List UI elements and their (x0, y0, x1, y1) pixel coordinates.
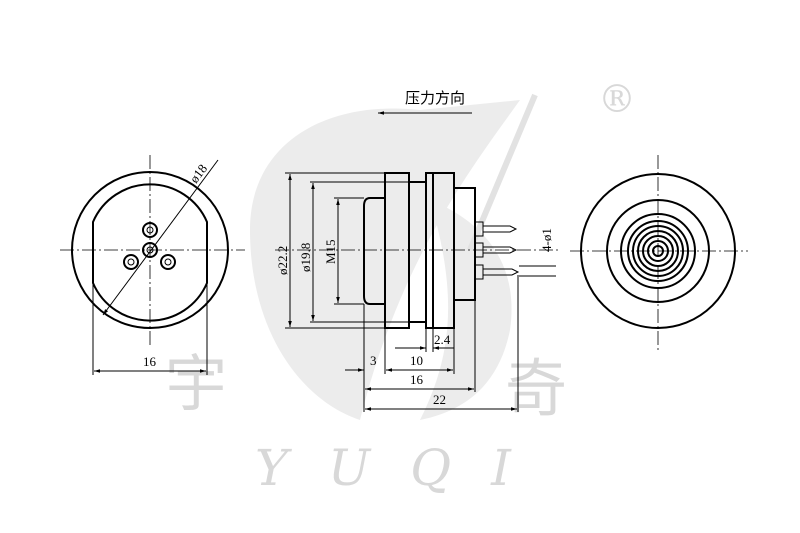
pressure-direction-label: 压力方向 (405, 89, 465, 107)
inner-diameter-label: ø19.8 (298, 243, 313, 272)
diameter-line (102, 159, 219, 316)
right-view (570, 155, 748, 350)
thread-label: M15 (323, 239, 338, 264)
dim-16: 16 (410, 372, 424, 387)
pressure-direction: 压力方向 (378, 89, 472, 115)
width-label: 16 (143, 354, 157, 369)
watermark-logo: ® 宇 奇 YUQI (165, 77, 636, 497)
dim-10: 10 (410, 353, 423, 368)
dim-3: 3 (370, 353, 377, 368)
left-view: ø18 16 (60, 155, 245, 375)
dim-2-4: 2.4 (434, 332, 451, 347)
outer-circle (71, 171, 229, 329)
watermark-latin: YUQI (255, 439, 551, 497)
pins (474, 221, 520, 280)
dim-22: 22 (433, 392, 446, 407)
front-cap (363, 197, 386, 305)
watermark-char-right: 奇 (505, 352, 567, 425)
registered-mark: ® (598, 77, 636, 121)
outer-diameter-label: ø22.2 (275, 246, 290, 275)
pin-label: 4-ø1 (539, 228, 554, 252)
side-view: ø22.2 ø19.8 M15 4-ø1 2.4 3 10 16 22 (275, 172, 560, 412)
pin-holes (123, 222, 176, 270)
watermark-char-left: 宇 (165, 347, 227, 420)
